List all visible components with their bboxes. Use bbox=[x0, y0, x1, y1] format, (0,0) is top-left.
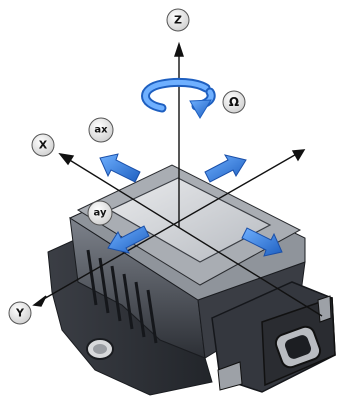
label-ax: ax bbox=[89, 118, 113, 142]
acceleration-arrow-icon bbox=[205, 155, 246, 182]
label-ay-text: ay bbox=[94, 208, 107, 219]
label-y: Y bbox=[9, 302, 31, 324]
acceleration-arrow-icon bbox=[100, 154, 140, 182]
label-x: X bbox=[32, 134, 54, 156]
label-omega: Ω bbox=[223, 91, 245, 113]
z-axis-arrowhead bbox=[175, 44, 183, 56]
label-x-text: X bbox=[39, 139, 48, 152]
y-axis-tail-arrowhead bbox=[293, 150, 304, 160]
label-z-text: Z bbox=[174, 14, 182, 27]
x-axis-arrowhead bbox=[60, 154, 73, 164]
label-omega-text: Ω bbox=[229, 95, 239, 109]
label-ax-text: ax bbox=[94, 125, 108, 136]
label-y-text: Y bbox=[15, 307, 25, 320]
label-z: Z bbox=[167, 9, 189, 31]
sensor-housing bbox=[48, 165, 335, 395]
y-axis-arrowhead bbox=[34, 296, 46, 306]
label-ay: ay bbox=[88, 201, 112, 225]
